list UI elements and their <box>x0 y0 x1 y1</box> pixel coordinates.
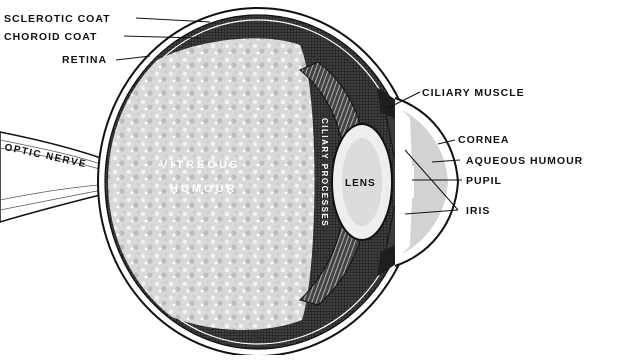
label-choroid-coat: CHOROID COAT <box>4 31 97 43</box>
label-ciliary-muscle: CILIARY MUSCLE <box>422 87 525 99</box>
label-sclerotic-coat: SCLEROTIC COAT <box>4 13 111 25</box>
label-ciliary-processes: CILIARY PROCESSES <box>320 118 329 227</box>
label-pupil: PUPIL <box>466 175 502 187</box>
label-lens: LENS <box>345 178 376 189</box>
label-vitreous-line1: VITREOUS <box>160 159 240 171</box>
pupil <box>406 166 414 198</box>
label-aqueous-humour: AQUEOUS HUMOUR <box>466 155 583 167</box>
label-iris: IRIS <box>466 205 490 217</box>
label-cornea: CORNEA <box>458 134 510 146</box>
label-retina: RETINA <box>62 54 107 66</box>
label-vitreous-line2: HUMOUR <box>170 183 238 195</box>
